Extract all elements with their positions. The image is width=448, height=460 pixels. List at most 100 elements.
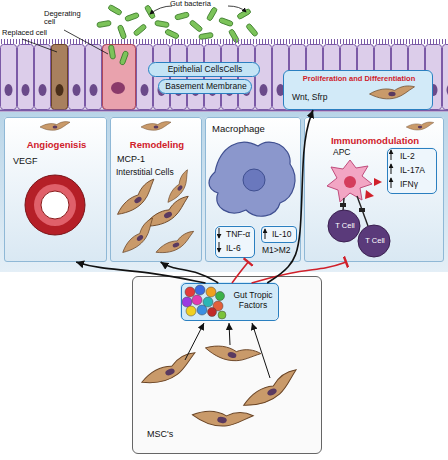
node-text: IL-6: [226, 244, 256, 254]
leader-line: [64, 30, 108, 54]
inhibit-connector: [232, 262, 248, 283]
node-text: IFNγ: [400, 180, 436, 190]
box-fill: [180, 282, 278, 320]
leader-line: [22, 39, 57, 52]
bacterium: [246, 23, 259, 37]
node-title: MSC's: [147, 429, 197, 439]
factor: [206, 287, 216, 297]
down-arrow: [219, 228, 220, 238]
factor: [186, 306, 196, 316]
signal-head: [365, 190, 374, 199]
up-arrow: [391, 178, 392, 188]
node-text: M1>M2: [262, 246, 302, 256]
effect-panel: MacrophageM1>M2 TNF-αIL-6 IL-10: [205, 117, 301, 262]
fibroblast: [370, 86, 415, 99]
cytokine-box: TNF-αIL-6: [215, 226, 255, 258]
node-text: T Cell: [327, 222, 363, 230]
msc-cell: [204, 338, 261, 368]
apc-cell: [327, 160, 372, 202]
secretion-arrow: [185, 323, 204, 360]
blood-vessel: [25, 175, 85, 235]
panel-fill: [4, 117, 107, 262]
box-fill: [283, 70, 433, 110]
factor: [182, 297, 192, 307]
box-fill: [132, 276, 322, 454]
microvilli: [0, 39, 448, 44]
node-title: Remodeling: [111, 140, 203, 151]
node-title: Immunomodulation: [305, 136, 445, 147]
node-text: APC: [333, 148, 363, 158]
factor: [195, 285, 205, 295]
bacterium: [206, 7, 217, 22]
fibroblast: [406, 122, 434, 130]
bacterium: [189, 20, 203, 33]
secretion-arrow: [229, 323, 230, 345]
msc-box: MSC's Gut Tropic Factors: [132, 276, 322, 454]
process-box: Proliferation and DifferentiationWnt, Sf…: [283, 70, 433, 110]
bacterium: [219, 17, 234, 26]
degenerating-cell: [103, 45, 136, 110]
node-text: MCP-1: [117, 154, 177, 164]
receptor: [359, 208, 365, 212]
msc-cell: [239, 369, 303, 412]
membrane-label-pill: Basement Membrane: [158, 79, 252, 94]
signal-head: [374, 178, 382, 186]
node-title: Epithelial CellsCells: [149, 65, 261, 75]
cytokine-box: IL-2IL-17A IFNγ: [387, 148, 437, 194]
callout-label: Replaced cell: [2, 29, 56, 37]
callout-label: Gut bacteria: [170, 0, 232, 8]
pill-fill: [158, 79, 252, 94]
node-title: Macrophage: [212, 124, 296, 135]
band: [0, 112, 448, 272]
cell-label-pill: Epithelial CellsCells: [148, 62, 260, 77]
inhibit-connector: [252, 262, 346, 283]
vessel-lumen: [41, 191, 69, 219]
down-arrow: [219, 242, 220, 252]
interstitial-cell: [118, 217, 161, 256]
node-title: IL-10: [272, 230, 298, 240]
bacterium: [165, 29, 180, 39]
pill-fill: [148, 62, 260, 77]
nucleus: [56, 84, 64, 96]
secretion-arrow: [252, 323, 270, 378]
replaced-cell: [52, 45, 68, 110]
invading-bacteria: [108, 45, 128, 66]
bacterium: [97, 20, 112, 27]
bacterium: [117, 25, 126, 40]
factors-box: Gut Tropic Factors: [181, 283, 279, 321]
arrow-connector: [267, 110, 313, 283]
interstitial-cell: [153, 231, 197, 257]
node-title: Basement Membrane: [159, 82, 253, 92]
node-title: TNF-α: [226, 230, 256, 240]
arrow-connector: [161, 262, 219, 283]
node-text: IL-17A: [400, 166, 436, 176]
msc-cell: [191, 404, 253, 431]
bacterium: [108, 45, 115, 60]
gut-bacteria: [97, 4, 259, 43]
bacterium: [108, 4, 123, 15]
leader-arrow: [228, 6, 246, 12]
epithelium: [0, 44, 448, 110]
effect-panel: RemodelingMCP-1Interstitial Cells: [110, 117, 202, 262]
factor: [216, 292, 225, 301]
up-arrow: [265, 229, 266, 239]
factor: [218, 311, 226, 319]
bacterium: [144, 5, 155, 20]
node-text: Interstitial Cells: [116, 168, 202, 178]
macrophage: [209, 142, 295, 216]
node-title: IL-2: [400, 152, 436, 162]
node-title: Angiogenisis: [5, 140, 108, 151]
nucleus: [344, 176, 356, 188]
bacterium: [155, 20, 170, 27]
bacterium: [119, 51, 128, 66]
effect-panel: ImmunomodulationAPCT CellT CellIL-2IL-17…: [304, 117, 444, 262]
vessel-wall: [34, 184, 76, 226]
up-arrow: [391, 164, 392, 174]
node-text: Wnt, Sfrp: [292, 93, 352, 103]
fibroblast: [141, 122, 171, 131]
factor-balls: [182, 285, 226, 319]
callout-label: Degerating cell: [44, 10, 86, 27]
bacterium: [125, 12, 140, 21]
node-text: VEGF: [13, 156, 73, 166]
node-title: Gut Tropic Factors: [228, 291, 278, 310]
